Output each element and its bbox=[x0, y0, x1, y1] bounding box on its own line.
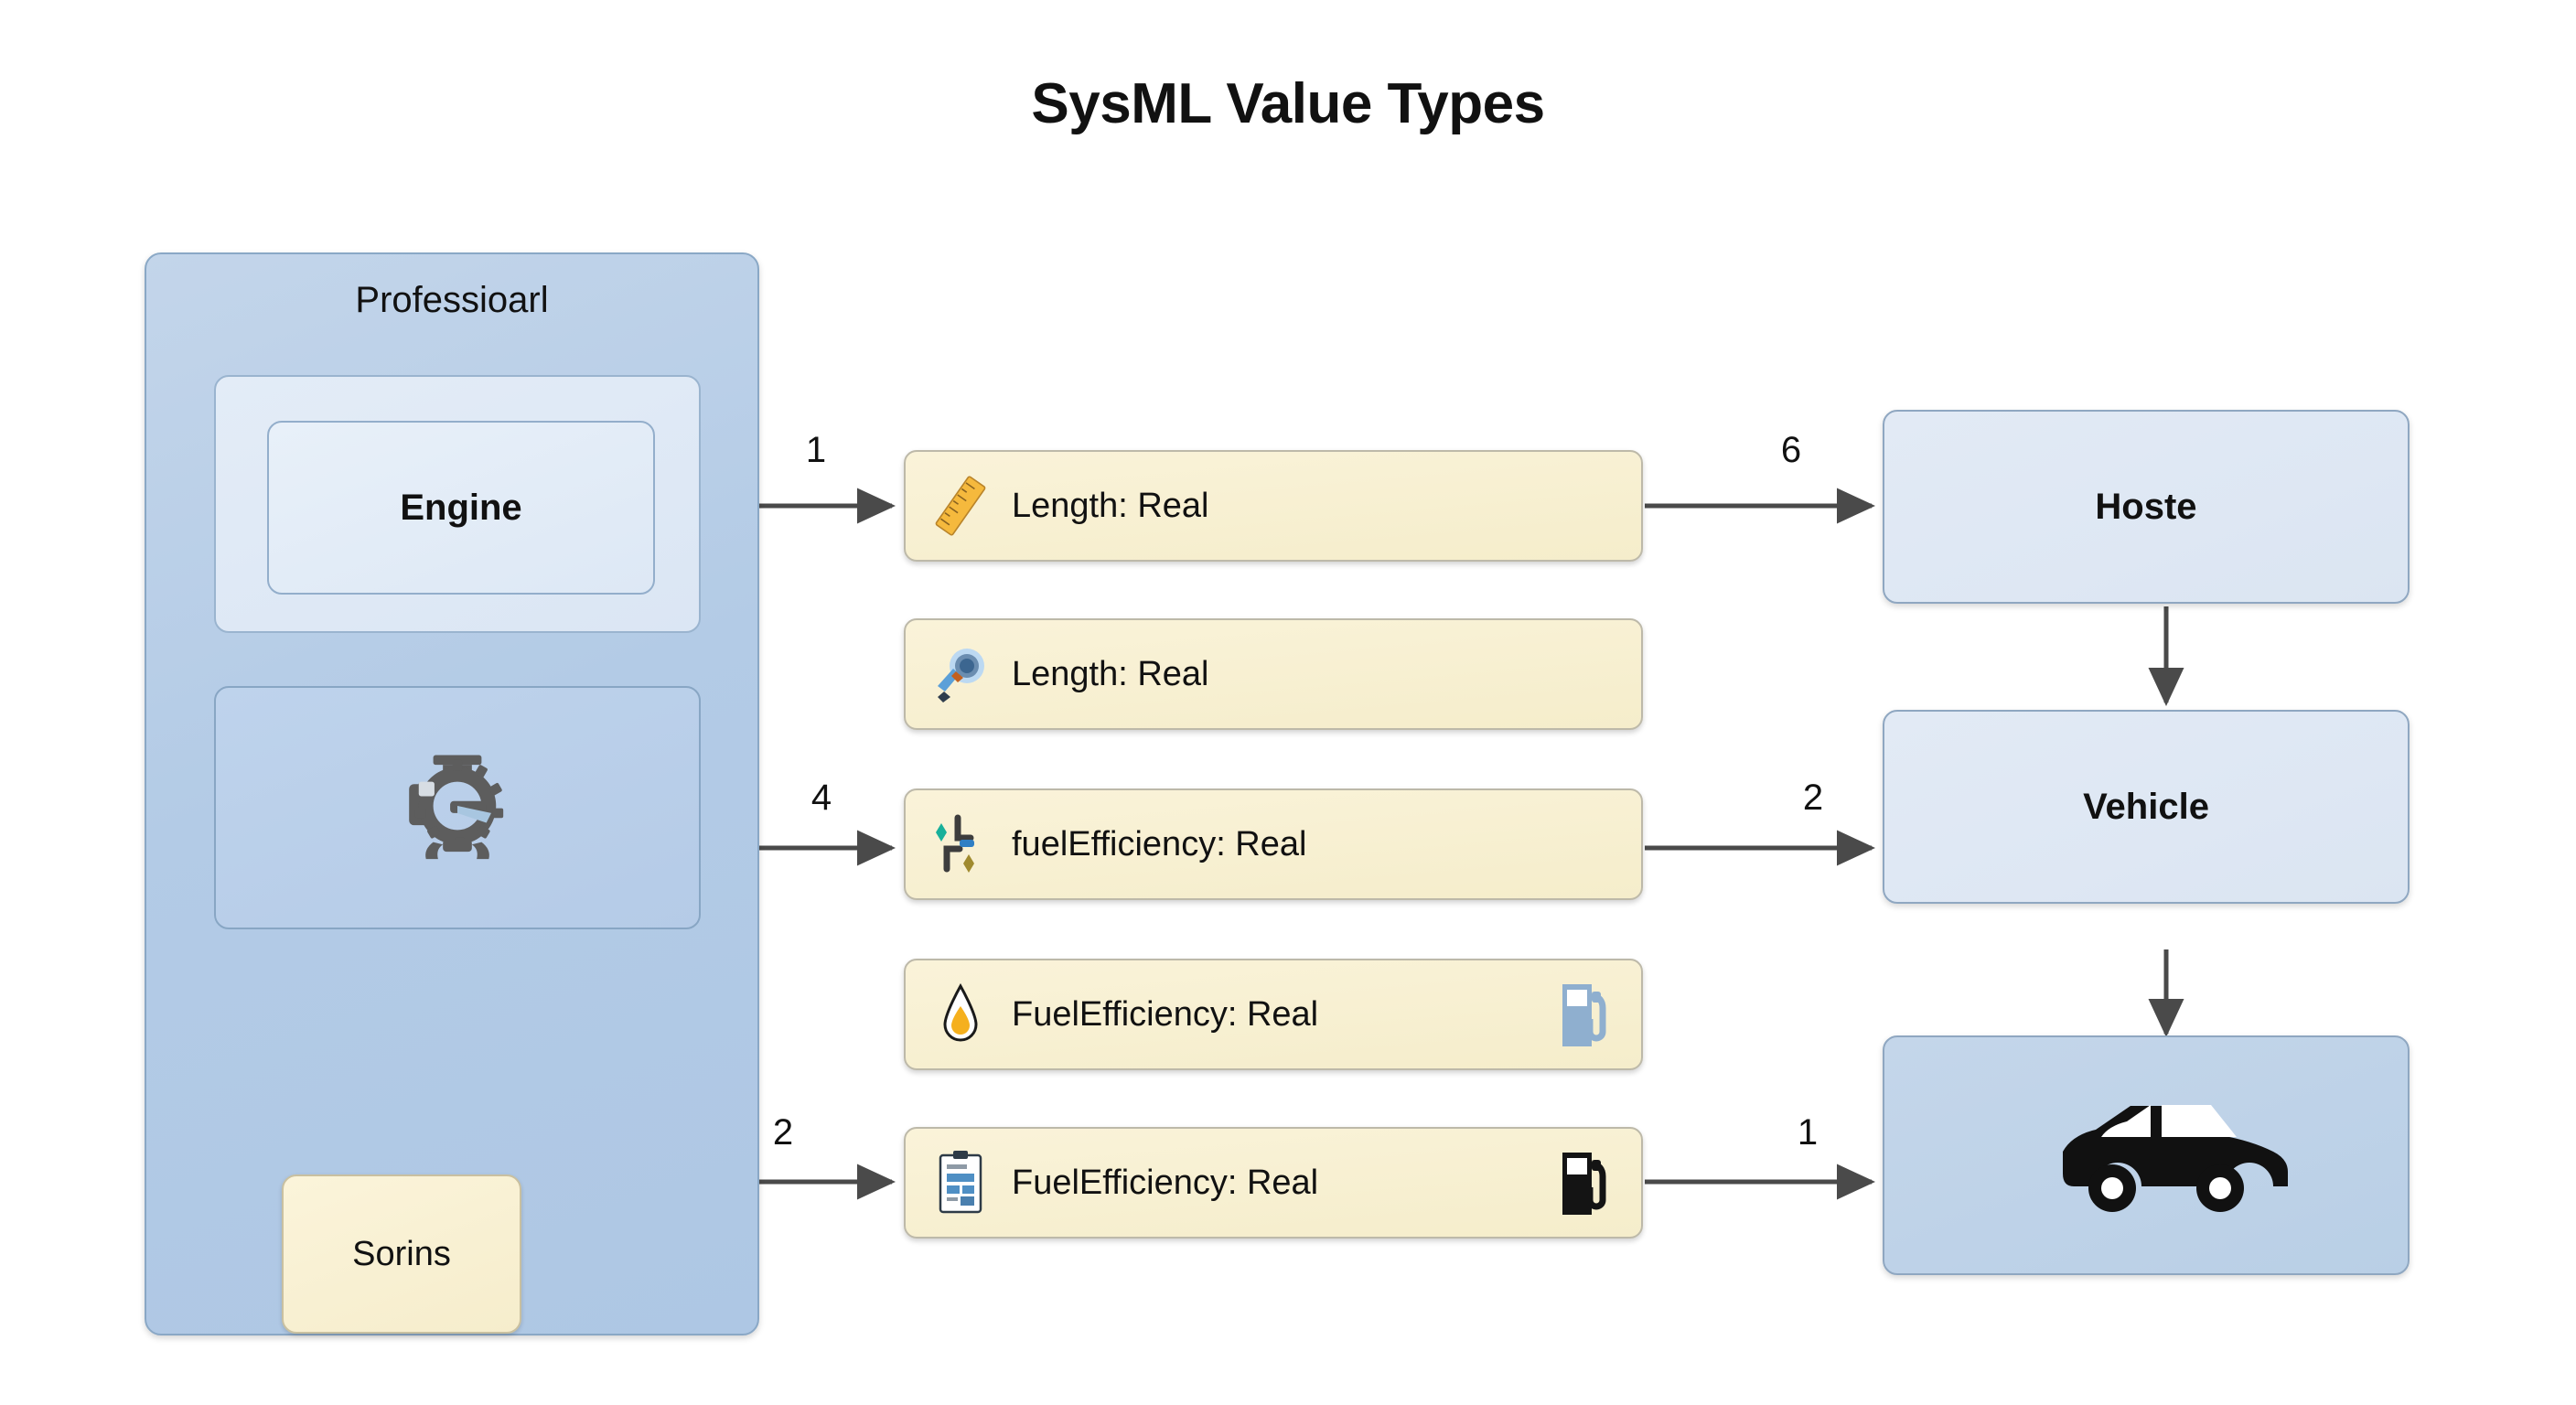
hoste-label: Hoste bbox=[2095, 486, 2197, 527]
sorins-node[interactable]: Sorins bbox=[282, 1174, 521, 1334]
abstract-nodes-icon bbox=[929, 808, 992, 881]
value-type-row[interactable]: fuelEfficiency: Real bbox=[904, 788, 1643, 900]
container-label: Professioarl bbox=[355, 280, 549, 320]
edge-label-fuelefficiency-vehicle: 2 bbox=[1802, 778, 1824, 818]
value-type-row[interactable]: Length: Real bbox=[904, 618, 1643, 730]
page-title: SysML Value Types bbox=[1031, 72, 1545, 135]
engine-node[interactable]: Engine bbox=[267, 421, 655, 595]
professional-container[interactable]: Professioarl Engine bbox=[145, 252, 759, 1335]
value-type-label: Length: Real bbox=[1012, 486, 1209, 525]
value-type-label: FuelEfficiency: Real bbox=[1012, 994, 1319, 1034]
hoste-node[interactable]: Hoste bbox=[1883, 410, 2410, 604]
edge-label-gear-fuelefficiency: 4 bbox=[810, 778, 832, 818]
value-type-row[interactable]: Length: Real bbox=[904, 450, 1643, 562]
fuel-pump-blue-icon bbox=[1553, 975, 1617, 1054]
engine-outer-frame[interactable]: Engine bbox=[214, 375, 701, 633]
telescope-icon bbox=[929, 638, 992, 711]
car-icon bbox=[2004, 1086, 2288, 1226]
fuel-pump-black-icon bbox=[1553, 1143, 1617, 1222]
engine-label: Engine bbox=[400, 487, 522, 528]
clipboard-icon bbox=[929, 1146, 992, 1219]
vehicle-label: Vehicle bbox=[2083, 786, 2209, 827]
ruler-icon bbox=[929, 469, 992, 542]
value-type-row[interactable]: FuelEfficiency: Real bbox=[904, 1127, 1643, 1239]
value-type-label: Length: Real bbox=[1012, 654, 1209, 693]
engine-gear-icon bbox=[397, 745, 518, 871]
edge-label-length-hoste: 6 bbox=[1780, 430, 1802, 470]
value-type-row[interactable]: FuelEfficiency: Real bbox=[904, 959, 1643, 1070]
sorins-label: Sorins bbox=[352, 1234, 451, 1273]
vehicle-node[interactable]: Vehicle bbox=[1883, 710, 2410, 904]
edge-label-sorins-fuelefficiency: 2 bbox=[772, 1112, 794, 1153]
oil-drop-icon bbox=[929, 978, 992, 1051]
gear-node[interactable] bbox=[214, 686, 701, 929]
edge-label-engine-length: 1 bbox=[805, 430, 827, 470]
value-type-label: FuelEfficiency: Real bbox=[1012, 1163, 1319, 1202]
edge-label-fuelefficiency-car: 1 bbox=[1797, 1112, 1819, 1153]
value-type-label: fuelEfficiency: Real bbox=[1012, 824, 1307, 863]
car-node[interactable] bbox=[1883, 1035, 2410, 1275]
